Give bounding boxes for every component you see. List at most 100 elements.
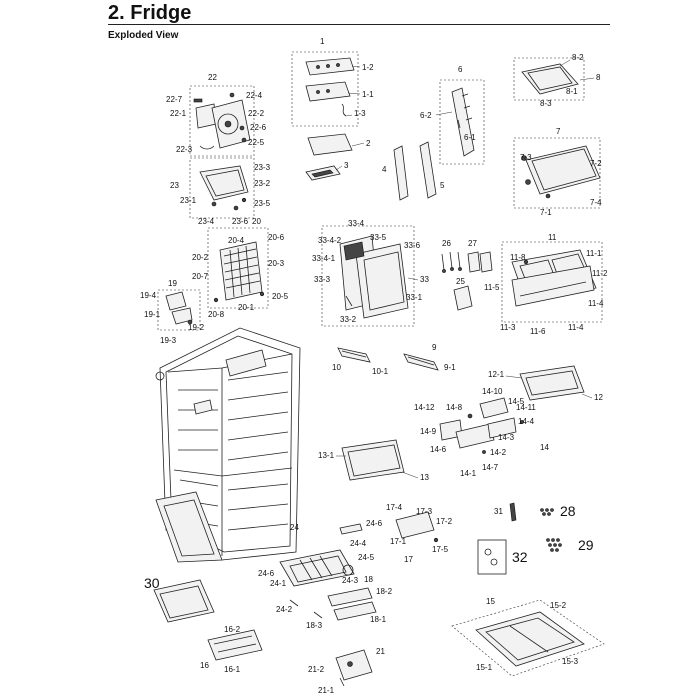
part-1-3 (341, 103, 347, 117)
label-7: 7 (556, 127, 561, 136)
page-subtitle: Exploded View (108, 30, 179, 41)
label-17-4: 17-4 (386, 503, 403, 512)
part-32 (477, 539, 507, 575)
label-23-6: 23-6 (232, 217, 249, 226)
group-6-box (439, 79, 485, 165)
part-group-19 (157, 289, 201, 331)
label-1-1: 1-1 (362, 90, 374, 99)
label-11-1: 11-1 (586, 249, 602, 258)
group-20-box (207, 227, 269, 309)
label-16-1: 16-1 (224, 665, 241, 674)
part-19-2 (187, 319, 193, 325)
label-15-2: 15-2 (550, 601, 567, 610)
label-4: 4 (382, 165, 387, 174)
label-10-1: 10-1 (372, 367, 389, 376)
label-12-1: 12-1 (488, 370, 505, 379)
label-20-8: 20-8 (208, 310, 225, 319)
part-11-8 (523, 259, 529, 265)
label-15-1: 15-1 (476, 663, 493, 672)
part-14-8 (467, 413, 473, 419)
label-1-2: 1-2 (362, 63, 374, 72)
part-group-18 (313, 587, 377, 621)
label-14-4: 14-4 (518, 417, 535, 426)
label-13: 13 (420, 473, 429, 482)
label-22-1: 22-1 (170, 109, 187, 118)
part-group-20 (207, 227, 269, 309)
label-22-6: 22-6 (250, 123, 267, 132)
label-20-1: 20-1 (238, 303, 255, 312)
label-20-5: 20-5 (272, 292, 289, 301)
part-group-7 (513, 137, 601, 209)
label-11-6: 11-6 (530, 327, 546, 336)
label-23-4: 23-4 (198, 217, 215, 226)
part-18-2 (327, 587, 373, 607)
label-18-1: 18-1 (370, 615, 387, 624)
label-21-2: 21-2 (308, 665, 325, 674)
group-15-box (451, 599, 605, 677)
label-24-6a: 24-6 (366, 519, 383, 528)
label-23-1: 23-1 (180, 196, 197, 205)
label-28: 28 (560, 503, 576, 519)
part-group-14 (439, 397, 524, 454)
label-14-11: 14-11 (516, 403, 536, 412)
part-group-11 (501, 241, 603, 323)
label-14-6: 14-6 (430, 445, 447, 454)
label-33-2: 33-2 (340, 315, 357, 324)
label-24-4: 24-4 (350, 539, 367, 548)
label-7-1: 7-1 (540, 208, 552, 217)
part-group-22 (189, 85, 255, 157)
label-19-1: 19-1 (144, 310, 161, 319)
part-23 (199, 165, 249, 201)
label-6-1: 6-1 (464, 133, 476, 142)
label-24-3: 24-3 (342, 576, 359, 585)
part-4 (393, 145, 409, 201)
label-12: 12 (594, 393, 603, 402)
label-33: 33 (420, 275, 429, 284)
label-14-7: 14-7 (482, 463, 499, 472)
label-9: 9 (432, 343, 437, 352)
part-group-6 (439, 79, 485, 165)
label-18-3: 18-3 (306, 621, 323, 630)
part-14-3 (487, 417, 517, 439)
part-7-1 (545, 193, 551, 199)
part-22-4 (229, 92, 235, 98)
part-22-5 (241, 137, 247, 143)
label-24-2: 24-2 (276, 605, 293, 614)
label-11: 11 (548, 233, 557, 242)
part-7 (525, 145, 601, 195)
part-6-1 (457, 119, 461, 129)
label-14-5: 14-5 (508, 397, 525, 406)
part-2 (307, 133, 353, 156)
part-25 (453, 285, 473, 311)
part-11-5 (511, 265, 595, 307)
label-2: 2 (366, 139, 371, 148)
label-29: 29 (578, 537, 594, 553)
label-25: 25 (456, 277, 465, 286)
part-21 (335, 649, 373, 681)
label-22-3: 22-3 (176, 145, 193, 154)
part-group-8 (513, 57, 585, 101)
part-24 (279, 549, 355, 587)
label-11-4a: 11-4 (588, 299, 604, 308)
label-21: 21 (376, 647, 385, 656)
label-11-2: 11-2 (592, 269, 608, 278)
label-7-4: 7-4 (590, 198, 602, 207)
label-6-2: 6-2 (420, 111, 432, 120)
label-14-12: 14-12 (414, 403, 435, 412)
label-33-6: 33-6 (404, 241, 421, 250)
part-33-4 (343, 241, 365, 261)
label-24: 24 (290, 523, 299, 532)
part-22-3 (199, 145, 215, 150)
label-31: 31 (494, 507, 503, 516)
part-24-5 (342, 564, 354, 576)
label-18-2: 18-2 (376, 587, 393, 596)
label-11-5: 11-5 (484, 283, 500, 292)
label-17-1: 17-1 (390, 537, 407, 546)
label-8-2: 8-2 (572, 53, 584, 62)
part-23-6 (233, 205, 239, 211)
part-group-15 (451, 599, 605, 677)
label-23-5: 23-5 (254, 199, 271, 208)
label-14-9: 14-9 (420, 427, 437, 436)
part-23-1 (211, 201, 217, 207)
